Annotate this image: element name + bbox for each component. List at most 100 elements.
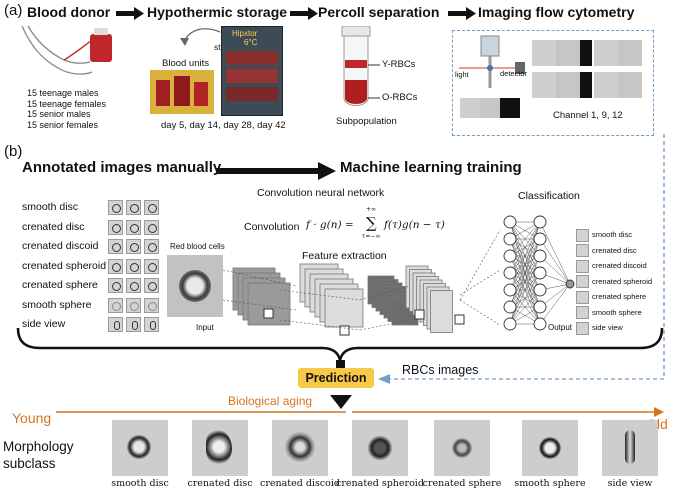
- rbcs-images-label: RBCs images: [402, 363, 479, 377]
- red-blood-cells-label: Red blood cells: [170, 242, 225, 251]
- annotated-thumbnail: [144, 239, 159, 254]
- connection-line: [279, 319, 361, 331]
- step-imaging-flow-cytometry: Imaging flow cytometry: [478, 4, 635, 20]
- formula-sum-bottom: τ=−∞: [362, 233, 381, 240]
- subclass-image: [522, 420, 578, 476]
- output-label: Output: [548, 323, 573, 332]
- storage-days: day 5, day 14, day 28, day 42: [161, 120, 286, 131]
- network-node: [503, 215, 517, 229]
- young-label: Young: [12, 410, 52, 426]
- output-class-item: smooth disc: [576, 228, 632, 242]
- subclass-label: crenated sphere: [422, 478, 502, 489]
- network-node: [503, 300, 517, 314]
- network-node: [533, 283, 547, 297]
- blood-bag-icon: [90, 34, 112, 62]
- annotated-thumbnail: [126, 317, 141, 332]
- output-class-label: crenated sphere: [592, 292, 647, 301]
- kernel-box-3: [414, 309, 425, 320]
- donor-arm-illustration: [21, 25, 112, 75]
- class-label: crenated spheroid: [22, 259, 107, 272]
- output-class-thumbnail: [576, 259, 589, 273]
- class-label: smooth sphere: [22, 298, 92, 311]
- formula-sum-symbol: ∑: [366, 214, 377, 232]
- network-node: [565, 279, 575, 289]
- connection-line: [279, 289, 361, 301]
- blood-units-label: Blood units: [162, 58, 210, 69]
- subclass-image: [352, 420, 408, 476]
- annotated-thumbnail: [144, 219, 159, 235]
- network-node: [533, 232, 547, 246]
- output-class-item: side view: [576, 321, 623, 335]
- cytometry-image-strip: [532, 72, 644, 100]
- subclass-image: [192, 420, 248, 476]
- class-label: crenated sphere: [22, 279, 98, 291]
- annotated-thumbnail-grid: [108, 198, 164, 338]
- subclass-label: smooth disc: [111, 478, 169, 489]
- subclass-image: [434, 420, 490, 476]
- step-hypothermic-storage: Hypothermic storage: [147, 4, 288, 20]
- connection-line: [459, 229, 501, 301]
- output-class-item: crenated disc: [576, 244, 637, 258]
- output-class-label: smooth disc: [592, 230, 633, 239]
- output-class-item: crenated spheroid: [576, 275, 652, 289]
- step-percoll-separation: Percoll separation: [318, 4, 440, 20]
- annotated-thumbnail: [108, 239, 123, 254]
- output-class-thumbnail: [576, 228, 589, 242]
- connection-line: [222, 299, 297, 311]
- network-edge: [539, 238, 571, 285]
- donor-group: 15 senior males: [27, 109, 91, 119]
- network-node: [503, 266, 517, 280]
- step-arrows: [116, 7, 476, 20]
- annotated-thumbnail: [126, 278, 141, 293]
- channels-label: Channel 1, 9, 12: [553, 110, 623, 121]
- network-node: [503, 249, 517, 263]
- network-edge: [509, 221, 541, 291]
- subpopulation-label: Subpopulation: [336, 116, 397, 127]
- fridge-label: Hipxtor: [232, 29, 258, 38]
- donor-group: 15 teenage females: [27, 98, 107, 109]
- kernel-box-2: [339, 325, 350, 336]
- connection-line: [359, 285, 411, 301]
- cell-shape: [285, 432, 315, 462]
- output-class-item: smooth sphere: [576, 306, 642, 320]
- feature-map-layer-4: [430, 290, 453, 333]
- output-class-label: crenated spheroid: [592, 276, 653, 286]
- annotated-thumbnail: [144, 297, 159, 313]
- annotated-thumbnail: [108, 219, 123, 235]
- annotated-thumbnail: [108, 297, 123, 313]
- output-class-label: crenated disc: [592, 245, 637, 255]
- storage-curved-arrow: [180, 28, 221, 46]
- feature-map-layer-2: [324, 288, 364, 328]
- panel-b-label: (b): [4, 143, 23, 160]
- feature-extraction-label: Feature extraction: [302, 250, 387, 262]
- input-label: Input: [196, 323, 214, 332]
- cell-shape: [625, 430, 635, 464]
- network-node: [533, 266, 547, 280]
- annotated-thumbnail: [126, 200, 141, 215]
- class-label: crenated disc: [22, 220, 85, 233]
- connection-lines: [222, 229, 501, 331]
- morphology-subclass-label: Morphology subclass: [3, 438, 74, 472]
- cell-shape: [127, 435, 151, 459]
- annotated-thumbnail: [126, 219, 141, 235]
- output-class-thumbnail: [576, 244, 589, 258]
- network-edge: [539, 283, 571, 325]
- output-class-list: smooth disc crenated disc crenated discoid…: [576, 228, 652, 338]
- output-class-thumbnail: [576, 290, 589, 304]
- kernel-box-1: [263, 308, 274, 319]
- output-class-item: crenated discoid: [576, 259, 647, 273]
- output-class-label: side view: [592, 323, 623, 332]
- blood-units-photo: [150, 70, 214, 114]
- step-blood-donor: Blood donor: [27, 4, 111, 20]
- cytometry-image-strip: [532, 40, 644, 68]
- network-edge: [509, 221, 541, 274]
- training-class-list: smooth disc crenated disc crenated disco…: [22, 198, 106, 335]
- prediction-box: Prediction: [298, 368, 374, 388]
- formula-rhs: f(τ)g(n − τ): [384, 219, 445, 231]
- convolution-word: Convolution: [244, 221, 300, 233]
- cell-shape: [368, 436, 392, 460]
- network-node: [533, 215, 547, 229]
- detector-label: detector: [500, 69, 528, 78]
- y-rbcs-label: Y-RBCs: [382, 59, 416, 70]
- annotated-thumbnail: [108, 200, 123, 215]
